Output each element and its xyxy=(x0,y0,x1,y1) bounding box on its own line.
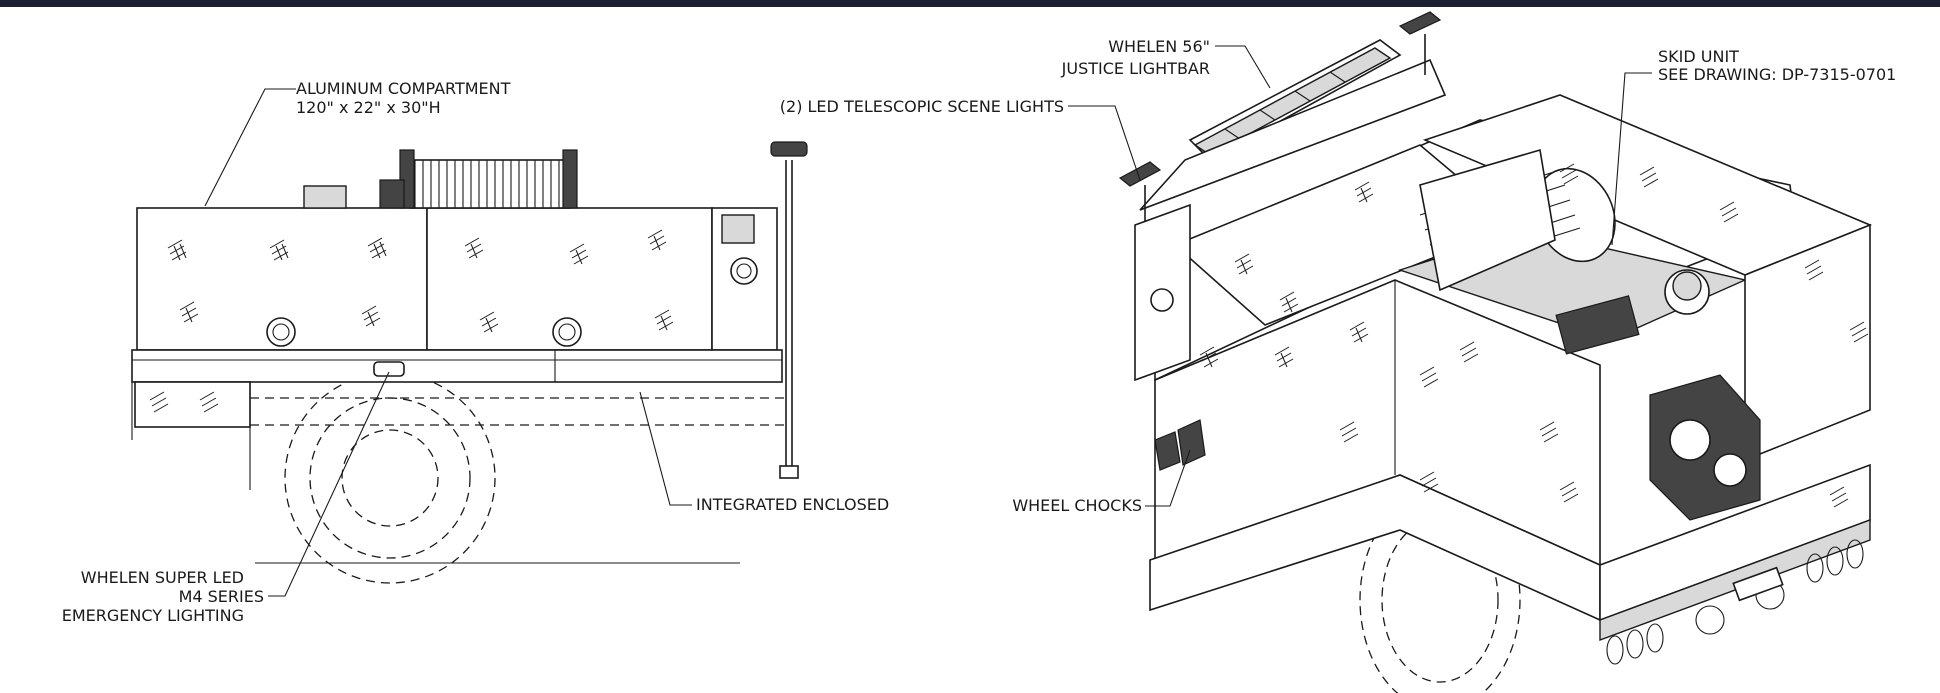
label-aluminum-compartment-1: ALUMINUM COMPARTMENT xyxy=(296,79,511,98)
iso-mesh-marks xyxy=(1199,163,1869,508)
label-lightbar-2: JUSTICE LIGHTBAR xyxy=(1061,59,1210,78)
side-mesh-marks xyxy=(149,229,674,413)
label-skid-unit-2: SEE DRAWING: DP-7315-0701 xyxy=(1658,65,1896,84)
label-integrated-enclosed: INTEGRATED ENCLOSED xyxy=(696,495,889,514)
side-frame-rail xyxy=(131,349,783,383)
side-hose-reel xyxy=(303,149,578,209)
label-wheel-chocks: WHEEL CHOCKS xyxy=(1012,496,1142,515)
side-emergency-light xyxy=(373,361,405,377)
side-view xyxy=(131,88,808,597)
iso-view xyxy=(1068,11,1873,693)
iso-hose-reel xyxy=(1419,148,1710,355)
top-bar xyxy=(0,0,1940,7)
iso-pump xyxy=(1649,374,1761,521)
side-scene-light xyxy=(770,141,808,479)
label-scene-lights: (2) LED TELESCOPIC SCENE LIGHTS xyxy=(780,97,1064,116)
label-skid-unit-1: SKID UNIT xyxy=(1658,47,1739,66)
label-emergency-2: M4 SERIES xyxy=(179,587,264,606)
iso-lightbar xyxy=(1188,39,1402,161)
iso-scene-light xyxy=(1118,11,1442,255)
iso-wheel-chocks xyxy=(1154,419,1206,471)
side-view-wheel xyxy=(284,372,496,584)
label-emergency-3: EMERGENCY LIGHTING xyxy=(62,606,244,625)
label-aluminum-compartment-2: 120" x 22" x 30"H xyxy=(296,98,441,117)
label-lightbar-1: WHELEN 56" xyxy=(1108,37,1210,56)
label-emergency-1: WHELEN SUPER LED xyxy=(81,568,244,587)
